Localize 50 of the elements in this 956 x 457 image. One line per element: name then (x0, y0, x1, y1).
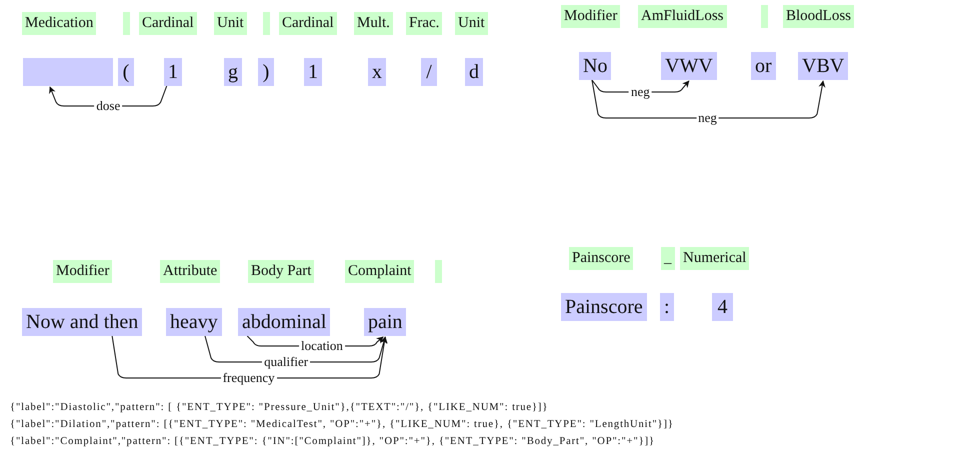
token-box: VBV (798, 52, 848, 80)
token-box: No (579, 52, 612, 80)
token-box: heavy (166, 308, 222, 336)
entity-tag: Attribute (160, 260, 220, 283)
entity-box (761, 5, 768, 28)
token-box: 1 (304, 58, 322, 86)
entity-tag: Painscore (569, 247, 634, 270)
entity-tag: Modifier (561, 5, 620, 28)
edge-label: dose (94, 98, 122, 112)
entity-tag: Numerical (680, 247, 750, 270)
token-box: : (660, 293, 674, 321)
entity-tag: Complaint (345, 260, 414, 283)
entity-tag: Mult. (354, 12, 393, 35)
entity-tag: Body Part (248, 260, 314, 283)
edge-label: frequency (220, 370, 277, 384)
code-line: {"label":"Diastolic","pattern": [ {"ENT_TYPE": "Pressure_Unit"},{"TEXT":"/"}, {"LIKE_NUM": true}]} (10, 403, 548, 414)
entity-tag: Modifier (53, 260, 112, 283)
entity-tag: AmFluidLoss (638, 5, 727, 28)
token-box: / (421, 58, 437, 86)
token-box: abdominal (238, 308, 330, 336)
token-box: Now and then (22, 308, 142, 336)
entity-box (263, 12, 270, 35)
token-box: x (368, 58, 386, 86)
token-box: g (224, 58, 242, 86)
edge-label: location (299, 338, 345, 352)
edge-label: qualifier (262, 354, 310, 368)
token-box: d (465, 58, 483, 86)
entity-tag: Cardinal (279, 12, 337, 35)
entity-tag: Unit (455, 12, 488, 35)
token-box: 4 (712, 293, 733, 321)
code-line: {"label":"Complaint","pattern": [{"ENT_TYPE": {"IN":["Complaint"]}, "OP":"+"}, {"ENT_TYPE": "Body_Part", "OP":"+"}]} (10, 437, 655, 448)
arrow (591, 80, 826, 118)
token-box: VWV (661, 52, 717, 80)
token-box: Painscore (561, 293, 647, 321)
entity-tag: _ (661, 247, 674, 270)
token-box: or (751, 52, 776, 80)
token-box (23, 58, 113, 86)
entity-box (123, 12, 130, 35)
code-line: {"label":"Dilation","pattern": [{"ENT_TYPE": "MedicalTest", "OP":"+"}, {"LIKE_NUM": true}, {"ENT_TYPE": "LengthUnit"}]} (10, 420, 674, 430)
entity-tag: Cardinal (139, 12, 197, 35)
arrow (591, 80, 690, 92)
entity-tag: Frac. (406, 12, 442, 35)
token-box: 1 (164, 58, 182, 86)
entity-tag: Unit (214, 12, 247, 35)
entity-box (435, 260, 442, 283)
token-box: ) (258, 58, 274, 86)
token-box: ( (118, 58, 134, 86)
token-box: pain (364, 308, 406, 336)
entity-tag: Medication (22, 12, 96, 35)
entity-tag: BloodLoss (783, 5, 854, 28)
